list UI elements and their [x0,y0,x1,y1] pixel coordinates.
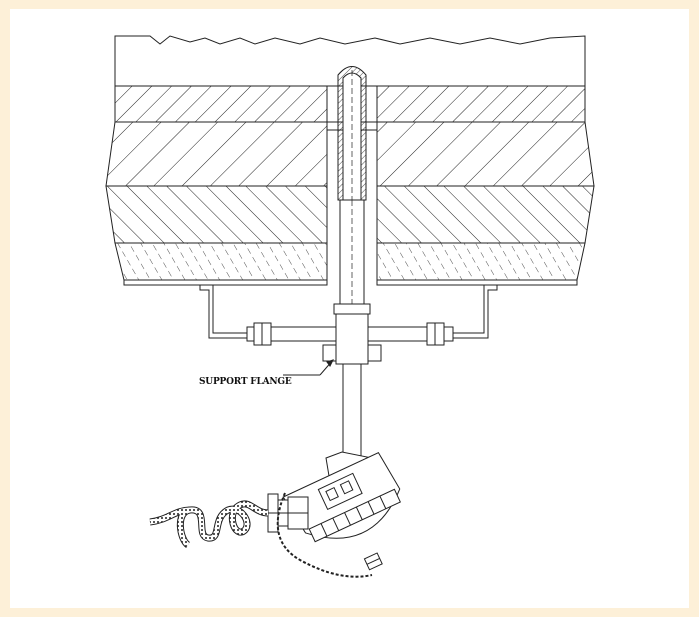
drawing-frame: SUPPORT FLANGE [10,9,689,608]
support-flange-leader [283,359,334,376]
thermocouple-installation-drawing [105,35,595,578]
connection-head [267,451,401,578]
braided-cable-pattern [149,501,269,548]
protection-tube [322,66,382,460]
wall-section [105,35,595,286]
support-flange-label: SUPPORT FLANGE [199,377,292,387]
